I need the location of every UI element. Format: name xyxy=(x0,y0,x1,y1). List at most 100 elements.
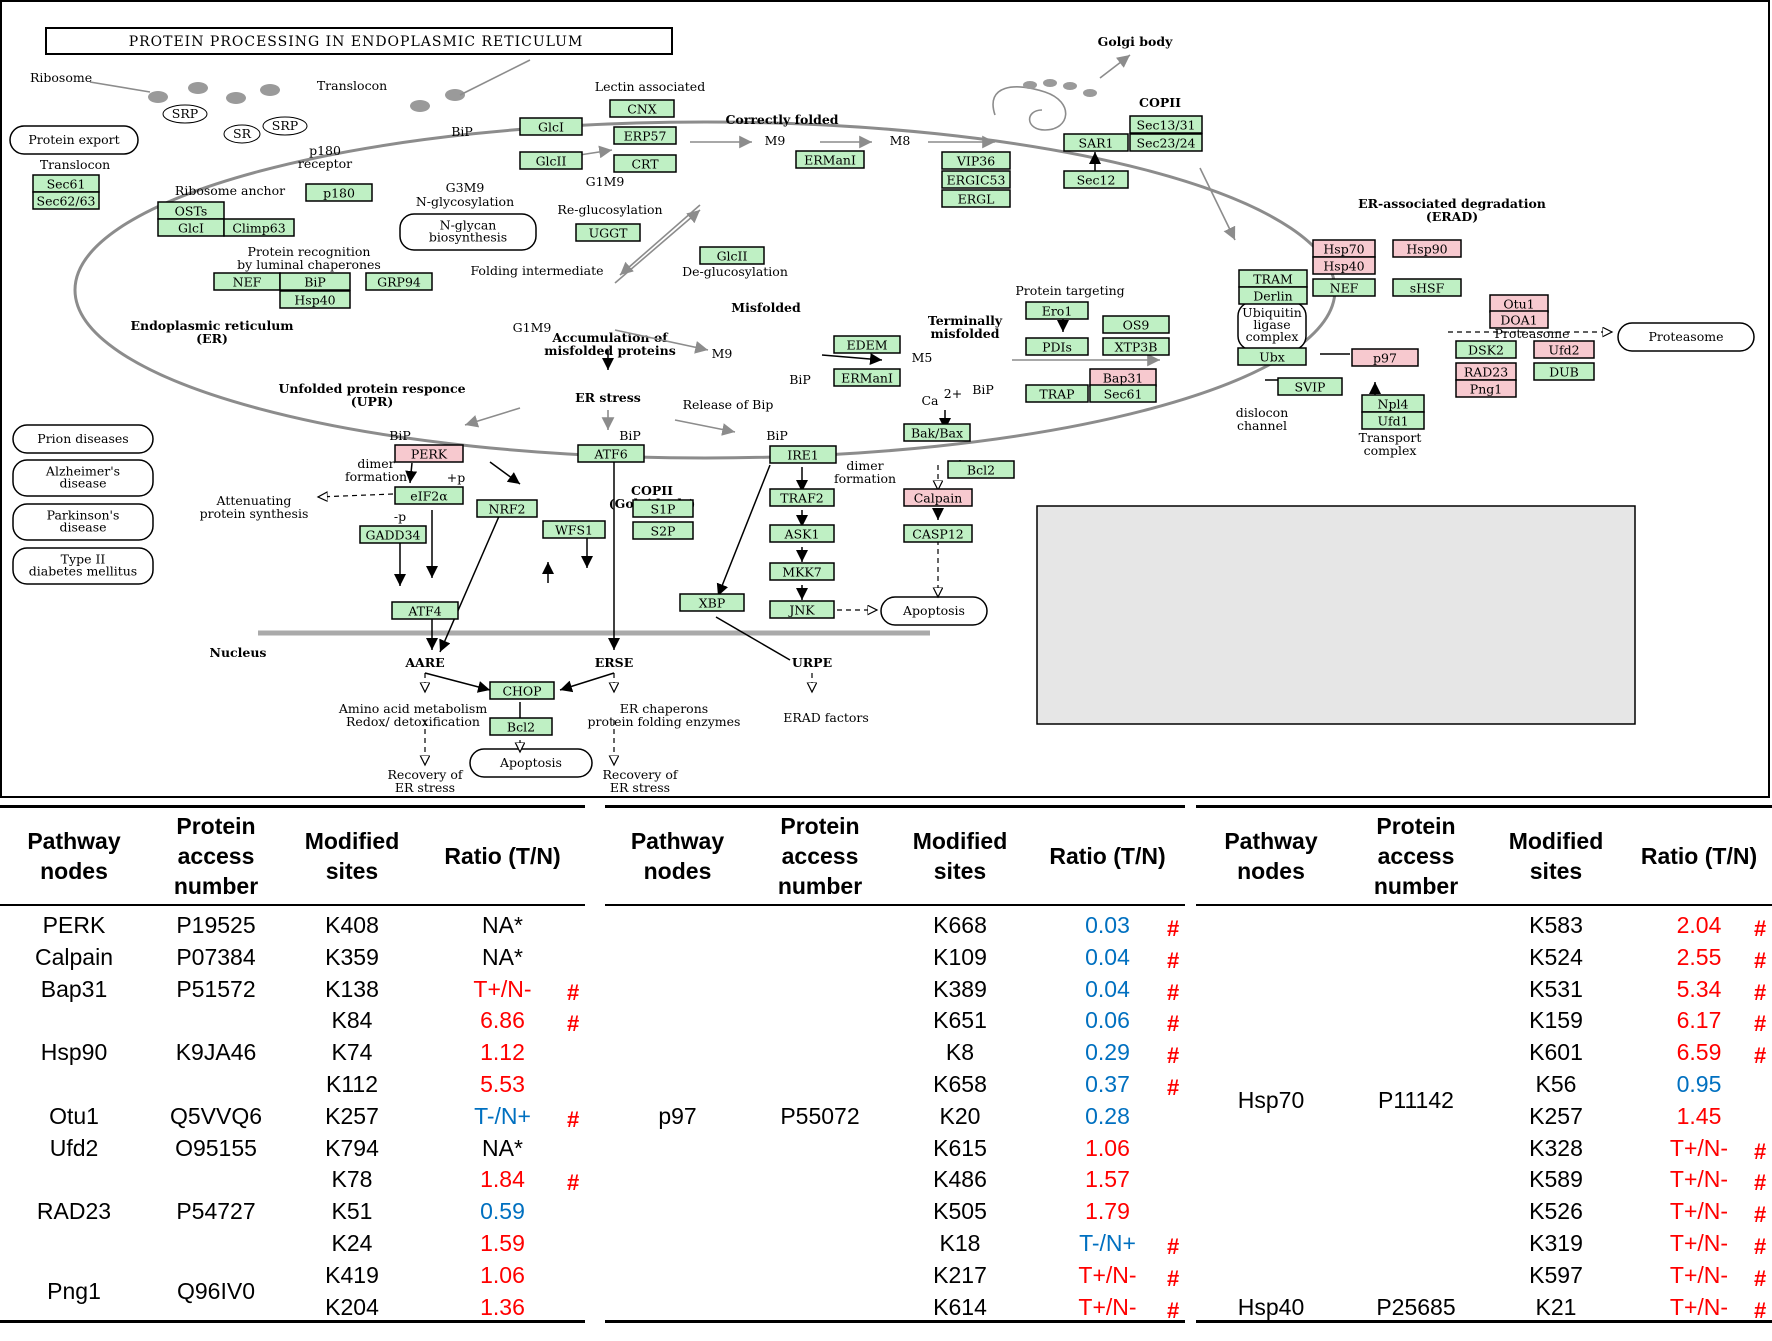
table-header-rule xyxy=(1196,904,1772,906)
ratio-cell: 1.84 xyxy=(480,1166,525,1193)
gene-node-wfs1[interactable]: WFS1 xyxy=(542,520,606,539)
gene-node-ero1[interactable]: Ero1 xyxy=(1025,301,1089,320)
gene-node-nef[interactable]: NEF xyxy=(213,272,281,291)
gene-node-osts[interactable]: OSTs xyxy=(157,201,225,220)
gene-node-edem[interactable]: EDEM xyxy=(833,335,901,354)
gene-label: TRAF2 xyxy=(780,491,823,506)
gene-node-bakbax[interactable]: Bak/Bax xyxy=(903,423,971,442)
gene-label: ERManI xyxy=(841,371,893,386)
gene-node-ergl[interactable]: ERGL xyxy=(941,189,1011,208)
gene-node-hsp70[interactable]: Hsp70 xyxy=(1312,239,1376,258)
gene-node-cnx[interactable]: CNX xyxy=(609,99,675,118)
gene-node-glcii2[interactable]: GlcII xyxy=(699,246,765,265)
gene-node-sar1[interactable]: SAR1 xyxy=(1063,133,1129,152)
gene-node-bap31[interactable]: Bap31 xyxy=(1089,368,1157,387)
gene-node-gadd34[interactable]: GADD34 xyxy=(359,525,427,544)
gene-node-svip[interactable]: SVIP xyxy=(1277,377,1343,396)
accession-cell: Q5VVQ6 xyxy=(169,1102,263,1129)
gene-node-nrf2[interactable]: NRF2 xyxy=(476,499,538,518)
gene-node-glci[interactable]: GlcI xyxy=(519,117,583,136)
gene-node-glci2[interactable]: GlcI xyxy=(157,218,225,237)
gene-node-ire1[interactable]: IRE1 xyxy=(769,445,837,464)
ratio-cell: 0.06 xyxy=(1085,1007,1130,1034)
gene-node-atf6[interactable]: ATF6 xyxy=(577,444,645,463)
gene-node-ergic53[interactable]: ERGIC53 xyxy=(941,170,1011,189)
gene-node-vip36[interactable]: VIP36 xyxy=(941,151,1011,170)
gene-node-rad23[interactable]: RAD23 xyxy=(1455,362,1517,381)
gene-label: IRE1 xyxy=(787,448,818,463)
gene-node-crt[interactable]: CRT xyxy=(613,154,677,173)
gene-node-climp63[interactable]: Climp63 xyxy=(223,218,295,237)
gene-node-chop[interactable]: CHOP xyxy=(489,681,555,700)
gene-label: Sec62/63 xyxy=(37,194,96,209)
gene-node-ermani2[interactable]: ERManI xyxy=(833,368,901,387)
gene-node-sec61b[interactable]: Sec61 xyxy=(1089,384,1157,403)
edge xyxy=(614,329,709,354)
gene-node-ermani[interactable]: ERManI xyxy=(795,150,865,169)
gene-node-dub[interactable]: DUB xyxy=(1533,362,1595,381)
gene-node-nef2[interactable]: NEF xyxy=(1312,278,1376,297)
gene-node-npl4[interactable]: Npl4 xyxy=(1361,394,1425,413)
gene-node-bcl2[interactable]: Bcl2 xyxy=(947,460,1015,479)
gene-node-dsk2[interactable]: DSK2 xyxy=(1455,340,1517,359)
gene-node-derlin[interactable]: Derlin xyxy=(1238,286,1308,305)
gene-node-png1[interactable]: Png1 xyxy=(1455,379,1517,398)
gene-node-pdis[interactable]: PDIs xyxy=(1025,337,1089,356)
gene-node-xtp3b[interactable]: XTP3B xyxy=(1102,337,1170,356)
significance-mark: # xyxy=(1754,916,1767,941)
gene-label: PERK xyxy=(411,447,448,462)
label-bip: BiP xyxy=(972,382,994,397)
gene-node-otu1[interactable]: Otu1 xyxy=(1489,294,1549,313)
site-cell: K408 xyxy=(325,912,379,938)
gene-node-tram[interactable]: TRAM xyxy=(1238,269,1308,288)
gene-node-grp94[interactable]: GRP94 xyxy=(365,272,433,291)
gene-node-p97[interactable]: p97 xyxy=(1351,348,1419,367)
gene-label: Npl4 xyxy=(1378,397,1409,412)
significance-mark: # xyxy=(567,979,580,1005)
gene-node-xbp[interactable]: XBP xyxy=(679,593,745,612)
gene-node-sec61[interactable]: Sec61 xyxy=(32,174,100,193)
label-g1m9: G1M9 xyxy=(513,320,552,335)
gene-node-glcii[interactable]: GlcII xyxy=(519,151,583,170)
gene-node-sec6263[interactable]: Sec62/63 xyxy=(32,191,100,210)
gene-node-sec2324[interactable]: Sec23/24 xyxy=(1129,133,1203,152)
gene-node-shsf[interactable]: sHSF xyxy=(1392,278,1462,297)
gene-node-bip[interactable]: BiP xyxy=(279,272,351,291)
gene-node-erp57[interactable]: ERP57 xyxy=(613,126,677,145)
gene-node-hsp90[interactable]: Hsp90 xyxy=(1392,239,1462,258)
gene-node-hsp40e[interactable]: Hsp40 xyxy=(1312,256,1376,275)
gene-node-mkk7[interactable]: MKK7 xyxy=(769,562,835,581)
gene-label: ATF4 xyxy=(407,604,441,619)
gene-node-hsp40[interactable]: Hsp40 xyxy=(279,290,351,309)
gene-node-s1p[interactable]: S1P xyxy=(632,499,694,518)
site-cell: K109 xyxy=(933,943,987,970)
gene-node-sec12[interactable]: Sec12 xyxy=(1063,170,1129,189)
gene-node-s2p[interactable]: S2P xyxy=(632,521,694,540)
gene-node-eif2a[interactable]: eIF2α xyxy=(394,486,464,505)
site-cell: K597 xyxy=(1529,1261,1583,1288)
gene-node-ufd2[interactable]: Ufd2 xyxy=(1533,340,1595,359)
pathway-node-cell: RAD23 xyxy=(36,1198,112,1225)
gene-node-doa1[interactable]: DOA1 xyxy=(1489,310,1549,329)
gene-node-traf2[interactable]: TRAF2 xyxy=(769,488,835,507)
gene-node-ufd1[interactable]: Ufd1 xyxy=(1361,411,1425,430)
gene-node-p180[interactable]: p180 xyxy=(305,183,373,202)
gene-node-perk[interactable]: PERK xyxy=(394,444,464,463)
gene-label: Bcl2 xyxy=(507,720,535,735)
gene-node-ubx[interactable]: Ubx xyxy=(1237,347,1307,366)
gene-node-trap[interactable]: TRAP xyxy=(1025,384,1089,403)
gene-node-calpain[interactable]: Calpain xyxy=(903,488,973,507)
gene-node-bcl2b[interactable]: Bcl2 xyxy=(489,717,553,736)
ratio-cell: 2.55 xyxy=(1676,943,1722,970)
gene-node-sec1331[interactable]: Sec13/31 xyxy=(1129,115,1203,134)
gene-node-casp12[interactable]: CASP12 xyxy=(903,524,973,543)
ratio-cell: NA* xyxy=(482,912,523,938)
gene-node-atf4[interactable]: ATF4 xyxy=(391,601,459,620)
gene-node-jnk[interactable]: JNK xyxy=(769,600,835,619)
gene-node-os9[interactable]: OS9 xyxy=(1102,315,1170,334)
gene-node-uggt[interactable]: UGGT xyxy=(575,223,641,242)
gene-node-ask1[interactable]: ASK1 xyxy=(769,524,835,543)
label-m9: M9 xyxy=(712,346,733,361)
